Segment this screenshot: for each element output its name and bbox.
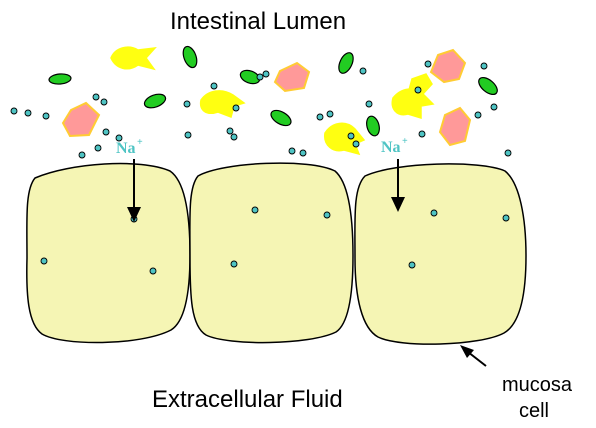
na-label-right: Na + (381, 136, 408, 156)
green-molecule-3 (143, 92, 168, 111)
mucosa-cell-2 (190, 163, 353, 342)
na-symbol-right: Na (381, 139, 401, 156)
pink-molecule-2 (275, 63, 309, 91)
yellow-molecule-1 (111, 47, 155, 69)
green-molecule-8 (476, 74, 501, 97)
na-label-left: Na + (116, 137, 143, 157)
yellow-molecule-3 (325, 123, 364, 154)
green-molecule-1 (49, 73, 72, 85)
extracellular-fluid-label: Extracellular Fluid (152, 386, 343, 414)
green-molecule-7 (365, 115, 382, 137)
pink-molecule-4 (440, 108, 470, 145)
green-molecule-5 (268, 107, 293, 128)
cell-pointer-arrow (460, 345, 486, 366)
na-symbol-left: Na (116, 140, 136, 157)
na-charge-right: + (402, 136, 408, 147)
green-molecule-2 (181, 45, 200, 70)
yellow-molecule-4 (392, 89, 433, 118)
mucosa-cell-label: mucosa cell (502, 372, 566, 424)
pink-molecule-1 (63, 103, 99, 136)
mucosa-cell-3 (355, 164, 526, 344)
pink-molecule-3 (431, 50, 465, 82)
yellow-molecule-2 (201, 91, 244, 117)
mucosa-cell-1 (27, 164, 190, 343)
na-charge-left: + (137, 137, 143, 148)
green-molecule-6 (336, 50, 356, 75)
